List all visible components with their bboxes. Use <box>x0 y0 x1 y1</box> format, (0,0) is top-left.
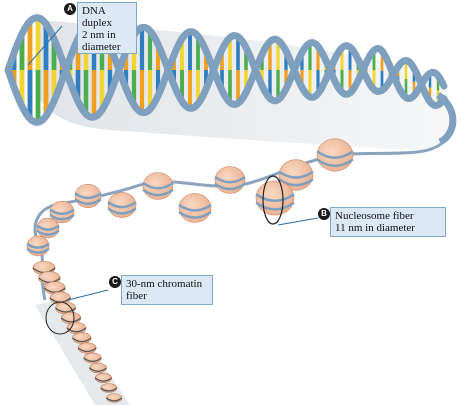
fiber-coil <box>100 387 118 392</box>
nucleosome-wrap <box>36 224 60 231</box>
nucleosome-wrap <box>316 158 354 168</box>
nucleosome-wrap <box>178 210 212 219</box>
nucleosome-wrap <box>74 198 102 206</box>
nucleosomes <box>26 138 354 257</box>
callout-c-badge: C <box>109 276 121 288</box>
callout-c: 30-nm chromatin fiber <box>121 275 213 305</box>
nucleosome-wrap <box>36 229 60 236</box>
ring-marker-b <box>262 175 284 225</box>
callout-c-line1: 30-nm chromatin <box>126 278 203 290</box>
pointer-c <box>67 289 109 301</box>
nucleosome-wrap <box>278 178 314 187</box>
nucleosome-wrap <box>142 181 174 190</box>
nucleosome-wrap <box>49 213 75 221</box>
callout-a: DNA duplex 2 nm in diameter <box>77 2 137 54</box>
fiber-coil <box>66 327 87 333</box>
nucleosome-wrap <box>214 175 246 184</box>
nucleosome-wrap <box>214 182 246 191</box>
callout-a-line2: duplex <box>82 17 112 29</box>
callout-b-line1: Nucleosome fiber <box>335 210 414 222</box>
nucleosome-wrap <box>26 242 50 249</box>
nucleosome-wrap <box>107 207 137 215</box>
callout-c-line2: fiber <box>126 290 147 302</box>
backbone-strand-2 <box>4 14 448 121</box>
nucleosome-wrap <box>49 208 75 216</box>
nucleosome-wrap <box>278 170 314 179</box>
pointer-a <box>27 25 63 66</box>
callout-b-line2: 11 nm in diameter <box>335 222 415 234</box>
callout-a-badge: A <box>64 3 76 15</box>
fiber-coil <box>77 347 97 353</box>
fiber-coil <box>94 377 113 382</box>
fiber-coil <box>60 317 82 323</box>
nucleosome-wrap <box>316 150 354 159</box>
fiber-coil <box>43 287 66 293</box>
nucleosome-wrap <box>255 201 295 211</box>
callout-a-line3: 2 nm in <box>82 29 116 41</box>
callout-a-line4: diameter <box>82 41 121 53</box>
nucleosome-wrap <box>26 247 50 254</box>
nucleosome-wrap <box>255 193 295 203</box>
callout-a-line1: DNA <box>82 5 106 17</box>
fiber-coil <box>106 397 123 402</box>
chromatin-fiber-30nm <box>32 260 123 403</box>
fiber-coil <box>89 367 107 372</box>
fiber-coil <box>72 337 92 343</box>
nucleosome-wrap <box>107 201 137 209</box>
callout-b-badge: B <box>318 208 330 220</box>
fiber-coil <box>55 307 76 313</box>
ring-marker-c <box>45 301 75 335</box>
fiber-coil <box>83 357 102 362</box>
pointer-b <box>277 217 319 226</box>
nucleosome-wrap <box>74 192 102 200</box>
nucleosome-wrap <box>178 203 212 212</box>
nucleosome-wrap <box>142 188 174 197</box>
callout-b: Nucleosome fiber 11 nm in diameter <box>330 207 446 237</box>
